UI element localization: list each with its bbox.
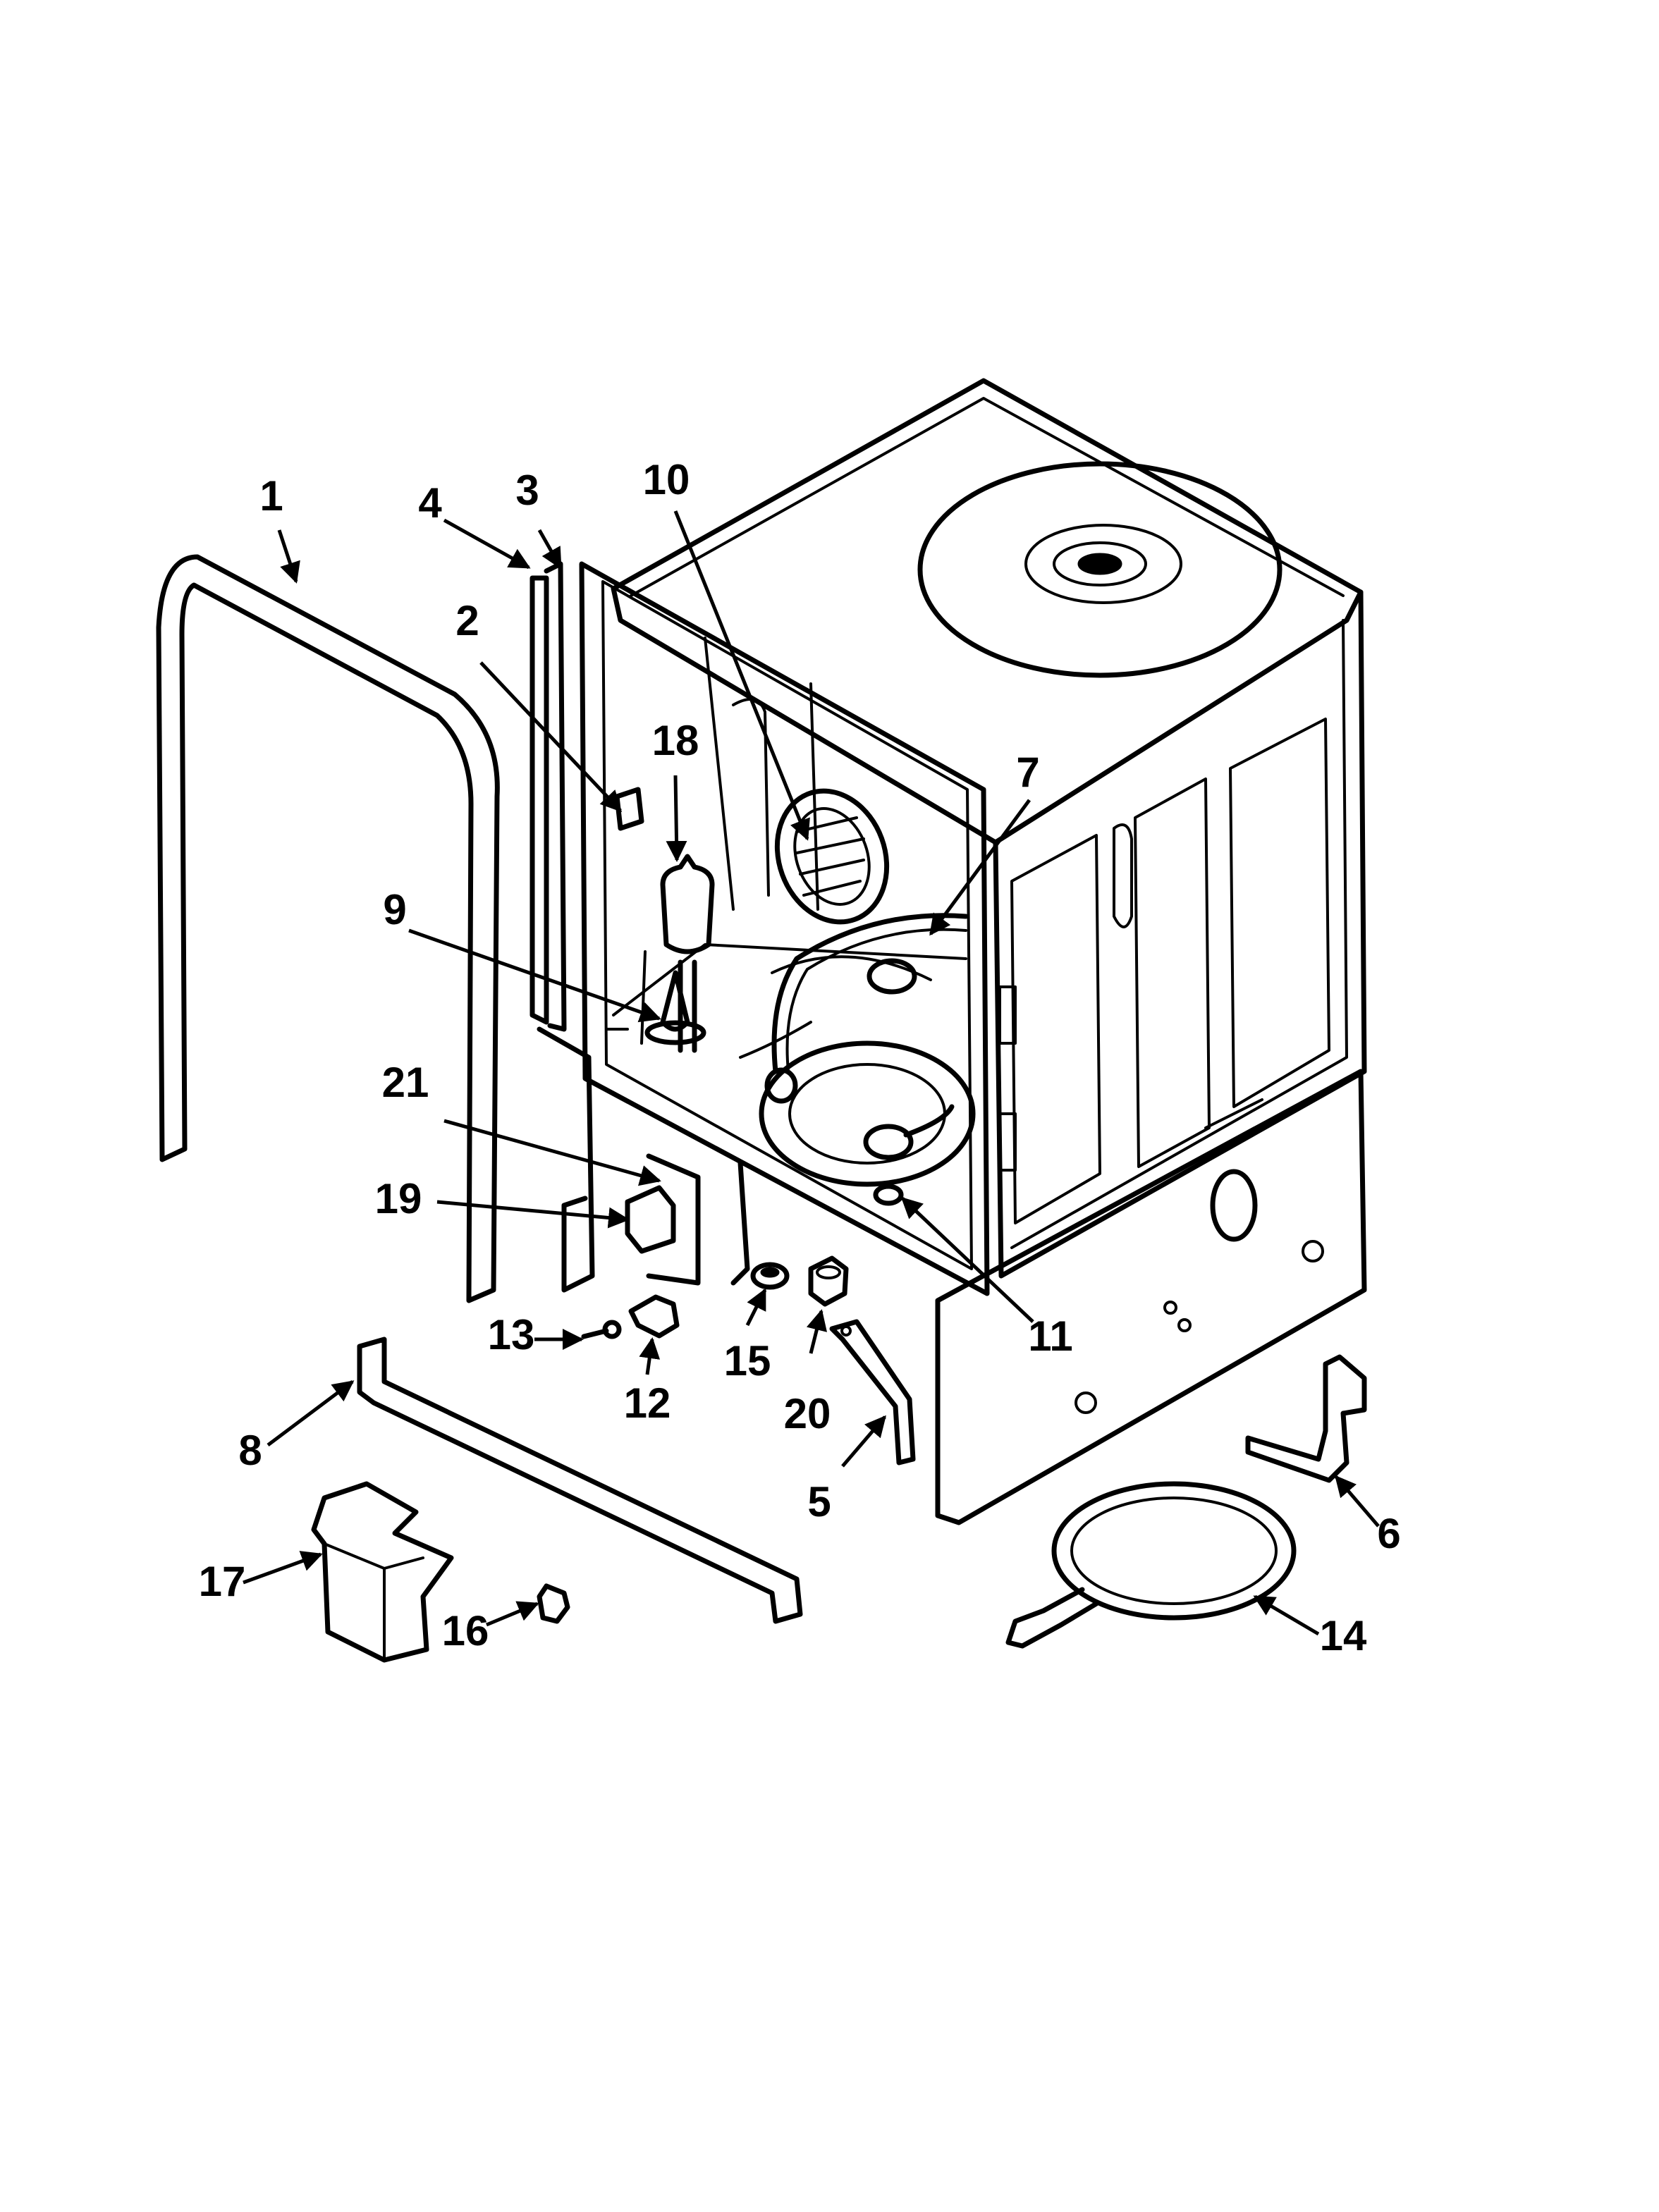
callout-12: 12	[624, 1380, 671, 1427]
part-5-bracket	[829, 1319, 916, 1466]
leader-10	[673, 510, 810, 841]
part-3-side-seal	[544, 561, 567, 1032]
part-9-float-guide	[644, 970, 706, 1045]
callout-6: 6	[1377, 1510, 1400, 1557]
callout-7: 7	[1016, 749, 1039, 796]
part-10-filter-screen	[774, 788, 890, 925]
part-18-float	[660, 854, 715, 1053]
leader-3	[537, 529, 563, 570]
leader-16	[486, 1601, 539, 1627]
leader-12	[639, 1337, 661, 1375]
leader-11	[900, 1196, 1034, 1323]
callout-8: 8	[238, 1427, 262, 1474]
callout-9: 9	[383, 886, 406, 933]
leader-4	[443, 518, 531, 570]
part-20-nut	[808, 1255, 849, 1307]
leader-7	[929, 799, 1031, 936]
part-14-cord-ring	[1005, 1481, 1297, 1649]
callout-labels: 1 2 3 4 5 6 7 8 9 10 11 12 13 14 15 16 1…	[199, 456, 1401, 1659]
leader-18	[666, 775, 687, 862]
part-21-bracket	[537, 1026, 750, 1293]
part-15-grommet	[750, 1262, 790, 1290]
callout-16: 16	[442, 1607, 489, 1654]
part-16-foot	[537, 1583, 570, 1624]
leader-6	[1335, 1475, 1380, 1528]
callout-17: 17	[199, 1558, 246, 1605]
callout-14: 14	[1320, 1612, 1367, 1659]
callout-3: 3	[515, 467, 539, 514]
callout-13: 13	[488, 1311, 535, 1358]
callout-15: 15	[724, 1337, 771, 1384]
dishwasher-tub	[579, 378, 1367, 1525]
leader-5	[841, 1415, 886, 1468]
callout-1: 1	[259, 472, 283, 520]
part-6-leg-bracket	[1245, 1354, 1367, 1483]
callout-19: 19	[375, 1175, 422, 1222]
callout-2: 2	[455, 597, 479, 644]
leader-15	[745, 1288, 767, 1327]
part-11-seal	[873, 1184, 904, 1206]
callout-5: 5	[807, 1478, 831, 1525]
leader-19	[436, 1200, 630, 1229]
leader-21	[443, 1119, 661, 1186]
leader-20	[806, 1309, 828, 1354]
leader-8	[267, 1380, 355, 1446]
part-1-door-gasket	[156, 554, 500, 1303]
leader-9	[408, 928, 661, 1023]
callout-18: 18	[652, 717, 699, 764]
leader-2	[479, 661, 623, 813]
part-19-float-switch	[625, 1185, 676, 1254]
callout-4: 4	[418, 479, 442, 527]
callout-21: 21	[382, 1059, 429, 1106]
part-8-toe-panel-bar	[357, 1337, 803, 1624]
part-12-clip	[628, 1294, 680, 1339]
callout-20: 20	[784, 1390, 831, 1437]
part-13-screw	[581, 1320, 622, 1339]
leader-1	[277, 529, 300, 584]
callout-10: 10	[643, 456, 690, 503]
part-2-clip	[614, 787, 644, 831]
part-4-side-strip	[529, 575, 549, 1025]
leader-lines	[243, 510, 1380, 1636]
leader-14	[1253, 1595, 1320, 1636]
part-17-box	[311, 1481, 454, 1663]
callout-11: 11	[1028, 1313, 1072, 1360]
leader-17	[243, 1551, 323, 1585]
